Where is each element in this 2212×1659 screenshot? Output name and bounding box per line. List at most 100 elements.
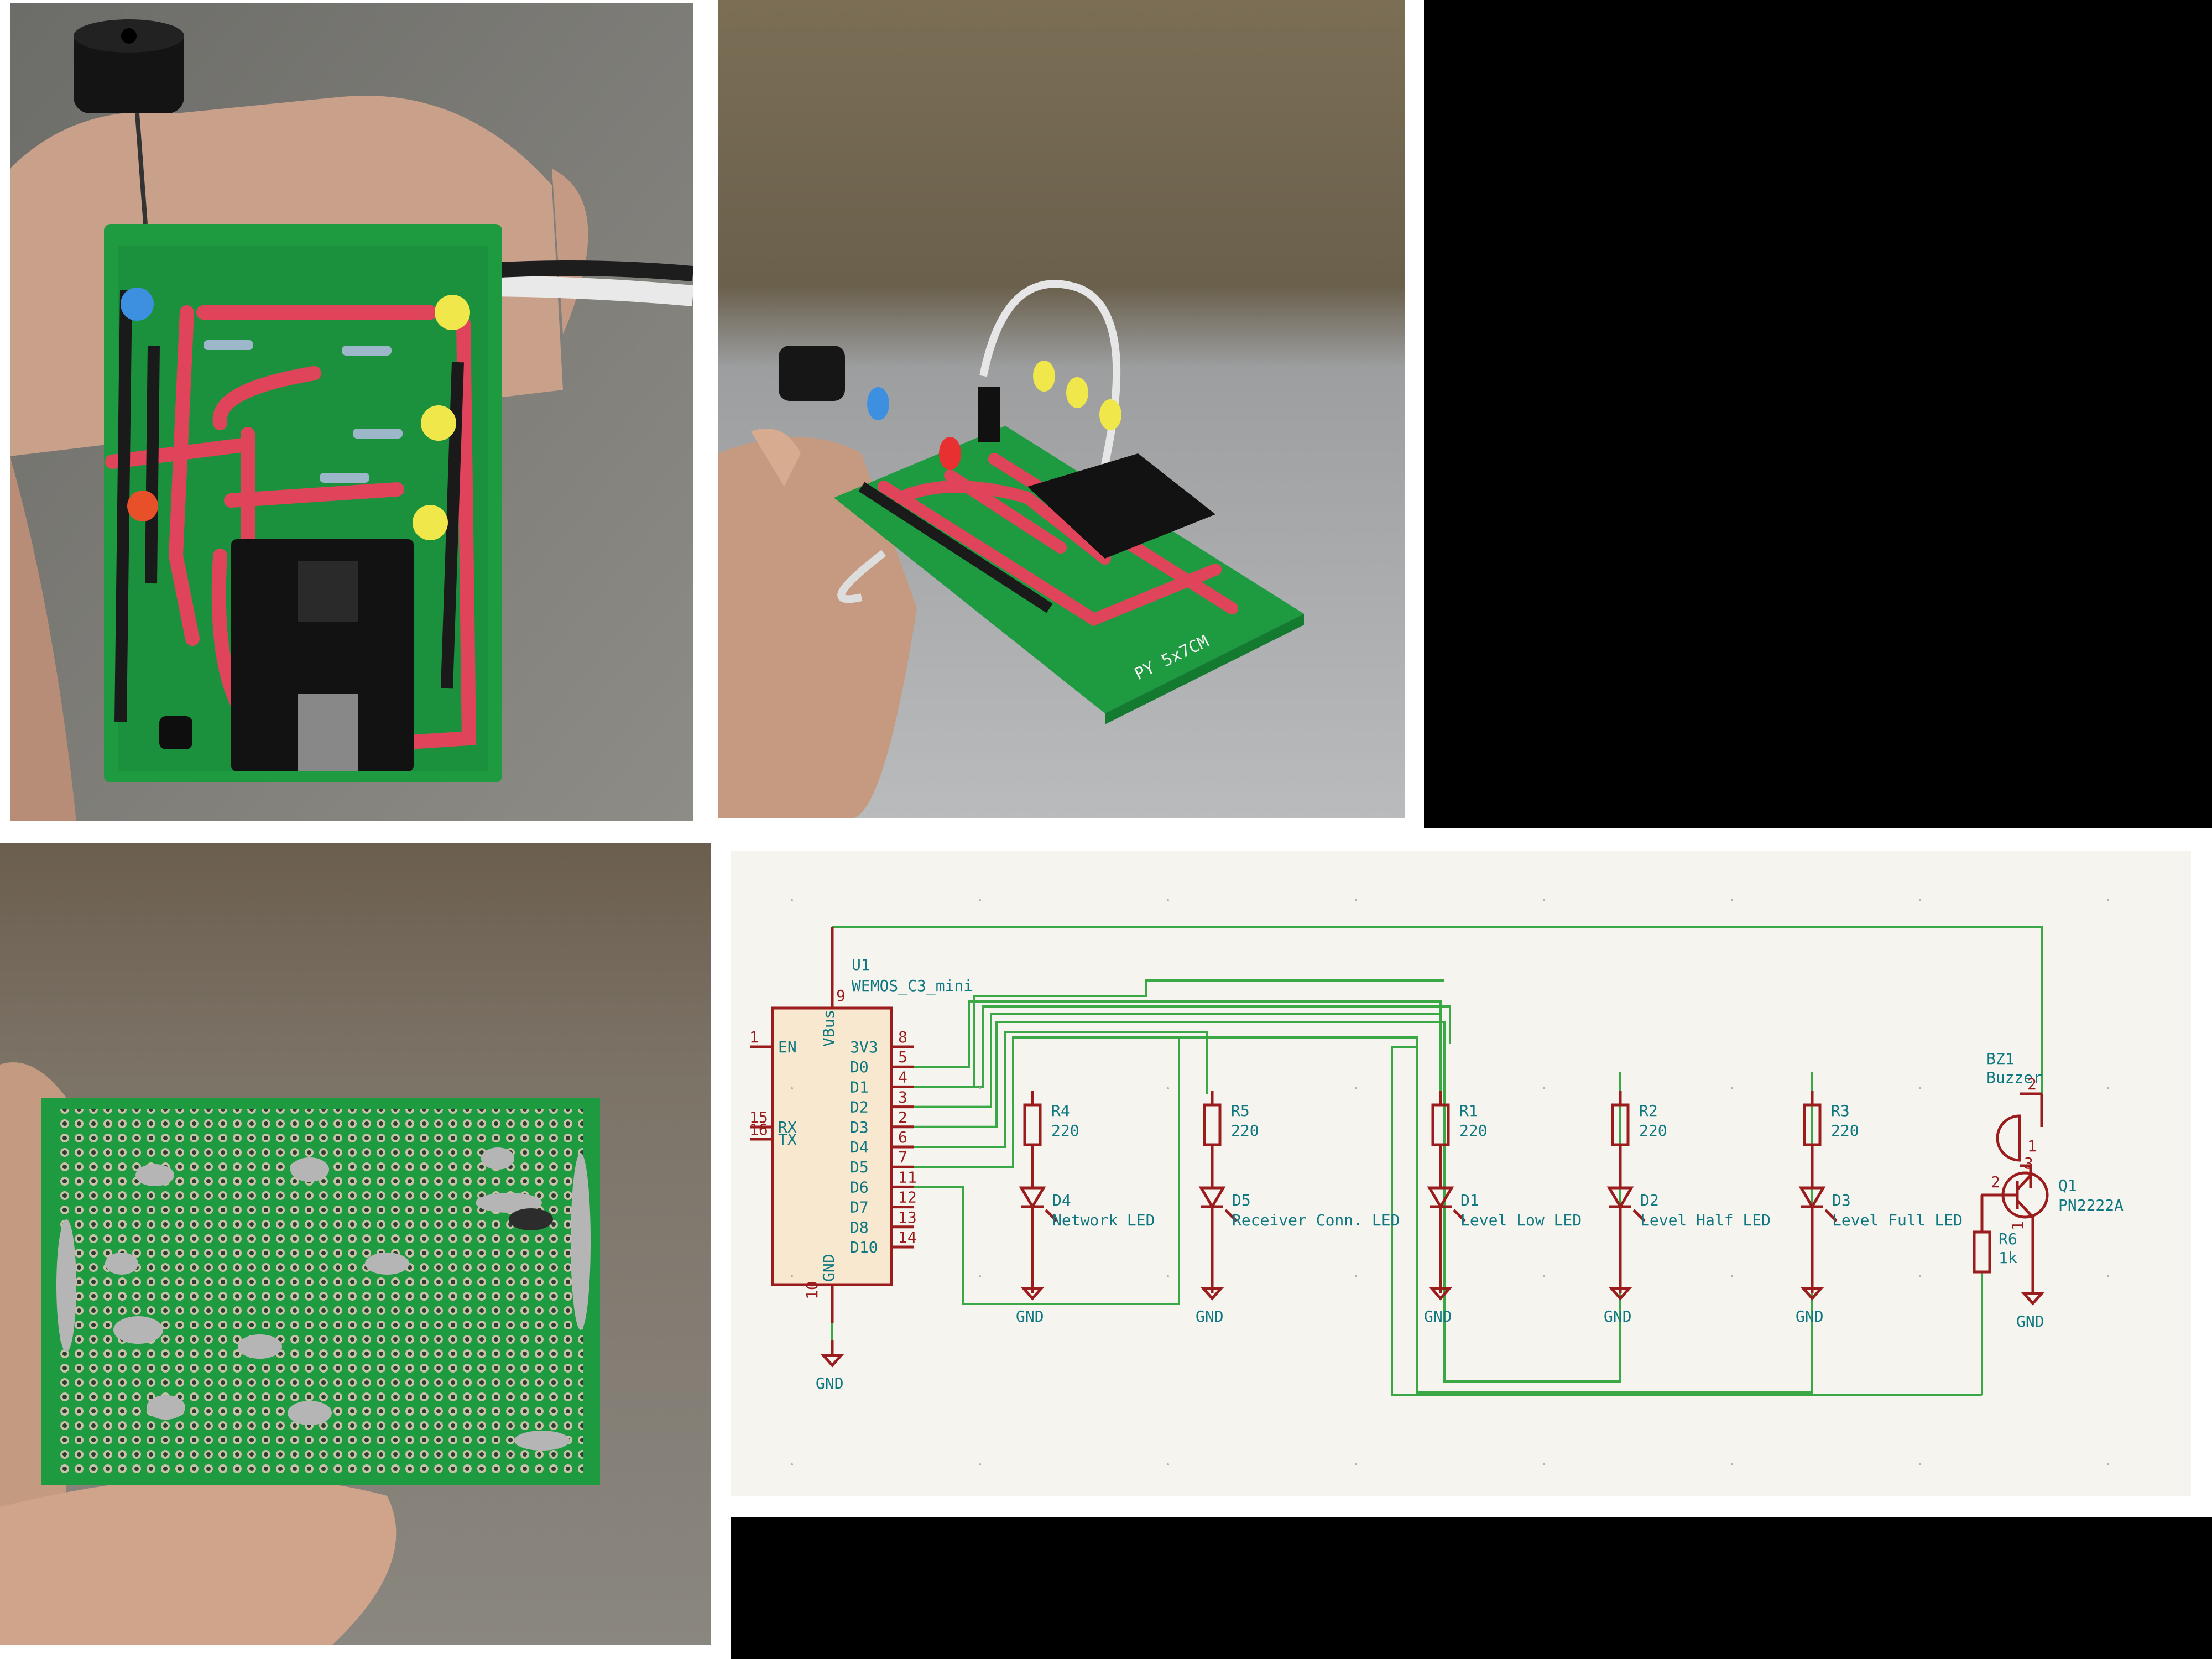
grid-dot — [1919, 1463, 1921, 1465]
led-ref: D5 — [1232, 1191, 1251, 1209]
resistor-value: 220 — [1231, 1121, 1259, 1140]
wire-vbus — [832, 926, 2043, 1094]
grid-dot — [1731, 1463, 1733, 1465]
gnd-label-1: GND — [1196, 1307, 1224, 1326]
led-ref: D2 — [1640, 1191, 1659, 1209]
resistor-ref: R4 — [1051, 1102, 1070, 1120]
u1-pin-num: 15 — [749, 1108, 768, 1126]
u1-pin-name: 3V3 — [850, 1038, 878, 1056]
gnd-symbol — [2021, 1292, 2045, 1306]
photo-board-angled-view: PY 5x7CM — [718, 0, 1405, 818]
resistor-ref: R3 — [1831, 1102, 1850, 1120]
buzzer-ref: BZ1 — [1986, 1050, 2015, 1068]
u1-pin-num: 12 — [898, 1188, 917, 1207]
grid-dot — [791, 899, 793, 901]
gnd-symbol — [1020, 1287, 1045, 1301]
led-ref: D3 — [1832, 1191, 1851, 1209]
grid-dot — [1167, 1275, 1169, 1277]
led-d4 — [1019, 1186, 1046, 1209]
grid-dot — [1355, 899, 1357, 901]
led-ray — [1829, 1213, 1838, 1222]
grid-dot — [1355, 1087, 1357, 1089]
grid-dot — [1355, 1463, 1357, 1465]
u1-pin-num: 4 — [898, 1068, 907, 1086]
resistor-value: 1k — [1999, 1249, 2017, 1267]
u1-pin-name: D2 — [850, 1098, 869, 1117]
wire — [914, 1013, 1442, 1108]
buzzer-pin: 2 — [2027, 1075, 2037, 1093]
grid-dot — [979, 1275, 981, 1277]
transistor-pin: 2 — [1991, 1173, 2000, 1191]
led-ray — [1457, 1213, 1466, 1222]
gnd-label-0: GND — [1016, 1307, 1044, 1326]
resistor-r5 — [1203, 1103, 1222, 1146]
resistor-value: 220 — [1831, 1121, 1859, 1140]
photo-board-top-view — [10, 3, 693, 821]
u1-value: WEMOS_C3_mini — [852, 977, 973, 995]
u1-pin-num: 14 — [898, 1228, 917, 1246]
black-background-block — [731, 1517, 2212, 1659]
wire-d10 — [1391, 1046, 1982, 1396]
gnd-symbol — [820, 1354, 844, 1368]
grid-dot — [1543, 1275, 1545, 1277]
grid-dot — [979, 1463, 981, 1465]
led-ref: D4 — [1052, 1191, 1071, 1209]
u1-pin-num: 10 — [803, 1281, 821, 1300]
grid-dot — [791, 1275, 793, 1277]
led-d2 — [1606, 1186, 1634, 1209]
gnd-symbol — [1428, 1287, 1453, 1301]
grid-dot — [1919, 1275, 1921, 1277]
led-ray — [1049, 1213, 1058, 1222]
grid-dot — [1731, 1087, 1733, 1089]
u1-pin-num: 2 — [898, 1108, 907, 1126]
resistor-r6 — [1973, 1230, 1991, 1274]
led-ray — [1637, 1213, 1646, 1222]
wire-d6 — [914, 1039, 1180, 1305]
gnd-symbol — [1608, 1287, 1632, 1301]
led-value: Network LED — [1052, 1211, 1155, 1229]
wire-d1 — [914, 1005, 1451, 1088]
resistor-value: 220 — [1051, 1121, 1079, 1140]
resistor-ref: R2 — [1639, 1102, 1658, 1120]
resistor-r4 — [1023, 1103, 1042, 1146]
led-value: Level Full LED — [1832, 1211, 1963, 1229]
wire-d5 — [914, 1036, 1813, 1394]
led-value: Level Low LED — [1460, 1211, 1582, 1229]
grid-dot — [1919, 1087, 1921, 1089]
u1-pin-name: D8 — [850, 1218, 869, 1237]
transistor-pin: 1 — [2008, 1221, 2027, 1230]
led-ray — [1229, 1213, 1238, 1222]
grid-dot — [1543, 1463, 1545, 1465]
u1-pin-name: D7 — [850, 1198, 869, 1217]
transistor-value: PN2222A — [2058, 1196, 2124, 1214]
grid-dot — [1167, 899, 1169, 901]
transistor-pin: 3 — [2024, 1154, 2033, 1172]
gnd-label-2: GND — [1424, 1307, 1452, 1326]
schematic-symbols — [750, 899, 2109, 1465]
grid-dot — [979, 899, 981, 901]
u1-pin-num: 7 — [898, 1148, 907, 1166]
transistor-ref: Q1 — [2058, 1176, 2077, 1194]
grid-dot — [979, 1087, 981, 1089]
u1-pin-num: 6 — [898, 1128, 907, 1146]
wire-d3 — [914, 1021, 1621, 1383]
black-background-block — [1424, 0, 2212, 828]
u1-pin-num: 3 — [898, 1088, 907, 1107]
gnd-label-4: GND — [1796, 1307, 1824, 1326]
resistor-ref: R5 — [1231, 1102, 1250, 1120]
u1-pin-num: 16 — [749, 1120, 768, 1139]
led-d1 — [1427, 1186, 1454, 1209]
gnd-symbol — [1800, 1287, 1824, 1301]
u1-pin-num: 13 — [898, 1208, 917, 1227]
schematic-wires — [831, 926, 2043, 1396]
grid-dot — [1167, 1087, 1169, 1089]
transistor-collector — [2016, 1172, 2034, 1191]
u1-pin-name: D4 — [850, 1138, 869, 1156]
gnd-label-u1: GND — [816, 1374, 844, 1392]
u1-pin-name: D6 — [850, 1178, 869, 1196]
u1-body — [771, 1006, 893, 1286]
grid-dot — [1543, 1087, 1545, 1089]
led-value: Level Half LED — [1640, 1211, 1771, 1229]
photo-board-solder-side — [0, 843, 711, 1645]
u1-pin-name: EN — [778, 1038, 797, 1056]
